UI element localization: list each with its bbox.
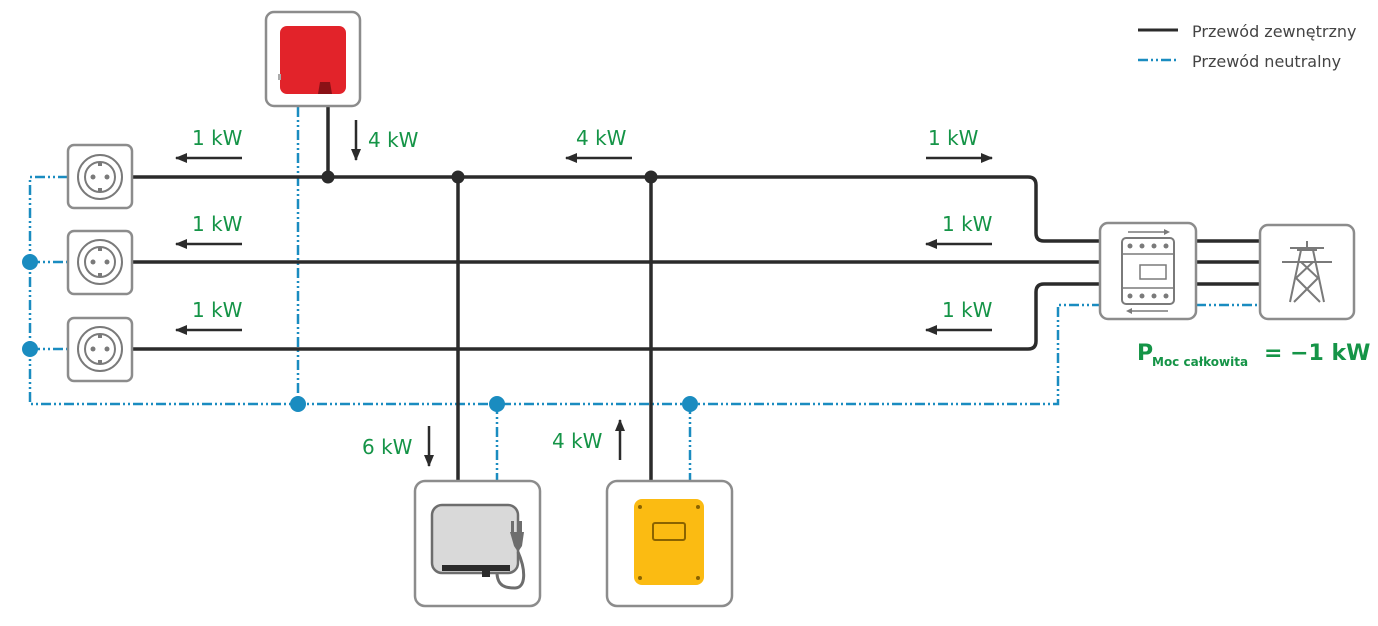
line1-right-power: 1 kW — [928, 126, 979, 150]
ev-charger-icon — [430, 503, 526, 590]
power-socket-icon — [77, 326, 123, 372]
line3-left-power: 1 kW — [192, 298, 243, 322]
socket-3 — [66, 316, 134, 383]
total-symbol: P — [1137, 341, 1153, 366]
flow-arrows — [175, 120, 993, 467]
outer-line-1 — [132, 175, 1100, 243]
line2-left-power: 1 kW — [192, 212, 243, 236]
neutral-junction — [290, 396, 306, 412]
legend: Przewód zewnętrzny Przewód neutralny — [1138, 22, 1356, 71]
outer-junctions — [321, 170, 658, 184]
neutral-main-loop — [28, 175, 1100, 406]
socket-1 — [66, 143, 134, 210]
power-socket-icon — [77, 239, 123, 285]
yellow-battery-inverter-icon — [634, 499, 704, 585]
neutral-junction — [489, 396, 505, 412]
neutral-junction — [682, 396, 698, 412]
total-subscript: Moc całkowita — [1152, 355, 1248, 369]
power-pylon-icon — [1282, 241, 1332, 303]
power-labels: 4 kW 1 kW 1 kW 1 kW 4 kW 1 kW 1 kW 1 kW … — [192, 126, 993, 459]
socket-2 — [66, 229, 134, 296]
battery-power: 4 kW — [552, 429, 603, 453]
ev-charger — [413, 479, 542, 608]
outer-junction — [321, 170, 335, 184]
outer-conductors — [132, 107, 1260, 482]
outer-junction — [451, 170, 465, 184]
utility-grid — [1258, 223, 1356, 321]
top-inverter — [264, 10, 362, 108]
neutral-network — [28, 107, 1260, 482]
red-inverter-icon — [278, 26, 346, 94]
total-power: P Moc całkowita = −1 kW — [1137, 341, 1370, 369]
line1-middle-power: 4 kW — [576, 126, 627, 150]
neutral-junction — [22, 254, 38, 270]
outer-line-3 — [132, 282, 1100, 351]
power-socket-icon — [77, 154, 123, 200]
battery-inverter — [605, 479, 734, 608]
neutral-junction — [22, 341, 38, 357]
energy-meter — [1098, 221, 1198, 321]
line2-right-power: 1 kW — [942, 212, 993, 236]
neutral-junctions — [22, 254, 698, 412]
line3-right-power: 1 kW — [942, 298, 993, 322]
inverter-top-power: 4 kW — [368, 128, 419, 152]
legend-neutral-label: Przewód neutralny — [1192, 52, 1341, 71]
total-value: = −1 kW — [1264, 341, 1370, 366]
energy-meter-icon — [1121, 229, 1175, 314]
outer-junction — [644, 170, 658, 184]
legend-outer-label: Przewód zewnętrzny — [1192, 22, 1356, 41]
line1-left-power: 1 kW — [192, 126, 243, 150]
charger-power: 6 kW — [362, 435, 413, 459]
